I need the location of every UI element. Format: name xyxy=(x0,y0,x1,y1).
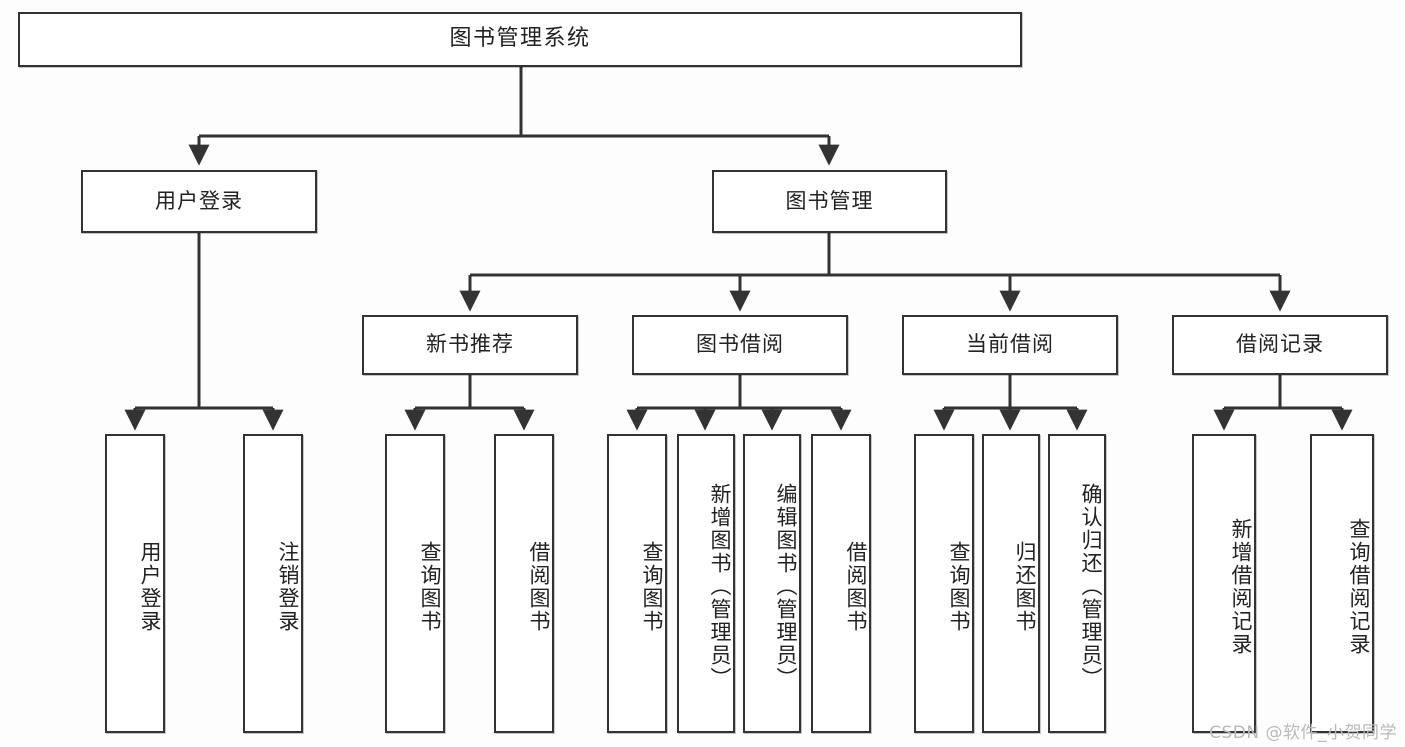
leaf-user-login-signin[interactable]: 用户登录 xyxy=(105,434,165,733)
leaf-label: 借阅图书 xyxy=(527,540,551,633)
node-book-borrow[interactable]: 图书借阅 xyxy=(632,315,848,375)
node-new-book-recommend[interactable]: 新书推荐 xyxy=(362,315,578,375)
leaf-book-borrow-query[interactable]: 查询图书 xyxy=(607,434,667,733)
leaf-label: 用户登录 xyxy=(138,540,162,633)
leaf-book-borrow-lend[interactable]: 借阅图书 xyxy=(811,434,871,733)
leaf-label: 编辑图书（管理员） xyxy=(774,483,798,690)
leaf-label: 注销登录 xyxy=(276,540,300,633)
node-user-login[interactable]: 用户登录 xyxy=(81,170,317,233)
node-root-system[interactable]: 图书管理系统 xyxy=(18,12,1022,67)
leaf-label: 归还图书 xyxy=(1013,540,1037,633)
node-current-borrow[interactable]: 当前借阅 xyxy=(902,315,1118,375)
leaf-label: 新增图书（管理员） xyxy=(708,483,732,690)
leaf-label: 查询图书 xyxy=(418,540,442,633)
leaf-label: 确认归还（管理员） xyxy=(1079,483,1103,690)
leaf-label: 借阅图书 xyxy=(844,540,868,633)
node-borrow-record[interactable]: 借阅记录 xyxy=(1172,315,1388,375)
leaf-new-book-query[interactable]: 查询图书 xyxy=(385,434,445,733)
leaf-borrow-record-query[interactable]: 查询借阅记录 xyxy=(1310,434,1374,733)
leaf-label: 查询图书 xyxy=(947,540,971,633)
node-book-management[interactable]: 图书管理 xyxy=(712,170,947,233)
leaf-new-book-borrow[interactable]: 借阅图书 xyxy=(494,434,554,733)
leaf-current-borrow-return[interactable]: 归还图书 xyxy=(982,434,1040,733)
leaf-label: 查询图书 xyxy=(640,540,664,633)
leaf-book-borrow-edit[interactable]: 编辑图书（管理员） xyxy=(743,434,801,733)
leaf-current-borrow-confirm-return[interactable]: 确认归还（管理员） xyxy=(1048,434,1106,733)
leaf-user-login-signout[interactable]: 注销登录 xyxy=(243,434,303,733)
leaf-label: 查询借阅记录 xyxy=(1347,517,1371,656)
leaf-book-borrow-add[interactable]: 新增图书（管理员） xyxy=(677,434,735,733)
watermark-text: CSDN @软件_小贺同学 xyxy=(1209,723,1397,743)
leaf-borrow-record-add[interactable]: 新增借阅记录 xyxy=(1192,434,1256,733)
leaf-current-borrow-query[interactable]: 查询图书 xyxy=(914,434,974,733)
leaf-label: 新增借阅记录 xyxy=(1229,517,1253,656)
